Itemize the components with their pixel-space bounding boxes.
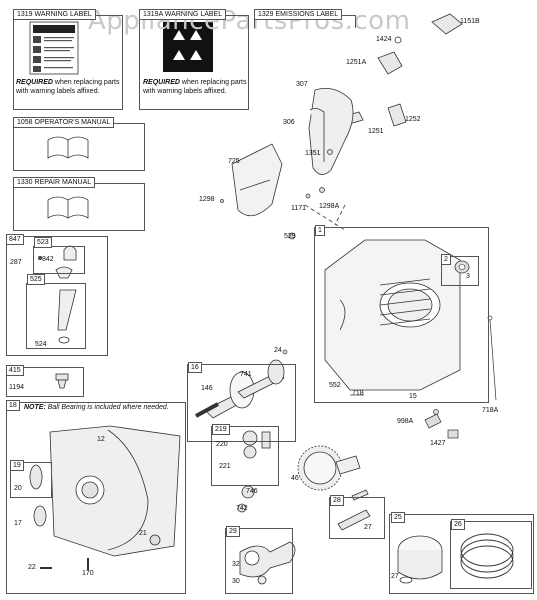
- part-ref-847: 847: [6, 234, 24, 245]
- oil-fill-subbox-523: [33, 246, 85, 274]
- part-ref-306: 306: [283, 119, 295, 126]
- part-ref-21: 21: [139, 530, 147, 537]
- part-ref-20: 20: [14, 485, 22, 492]
- part-ref-29: 29: [226, 526, 240, 537]
- part-ref-742: 742: [236, 505, 248, 512]
- part-ref-552: 552: [329, 382, 341, 389]
- oil-fill-tube-graphic: [38, 245, 77, 344]
- part-ref-2: 2: [441, 254, 451, 265]
- part-ref-19: 19: [10, 460, 24, 471]
- part-ref-287: 287: [10, 259, 22, 266]
- governor-gear-graphic: [237, 430, 271, 513]
- connecting-rod-group-box: [225, 528, 293, 594]
- part-ref-17: 17: [14, 520, 22, 527]
- part-ref-1351: 1351: [305, 150, 321, 157]
- warning-label-1319a-note: REQUIRED when replacing parts with warni…: [143, 79, 247, 95]
- part-ref-146: 146: [201, 385, 213, 392]
- tappet-group-box: [329, 497, 385, 539]
- part-ref-219: 219: [212, 424, 230, 435]
- governor-group-box: [211, 426, 279, 486]
- part-ref-842: 842: [42, 256, 54, 263]
- repair-manual-box: [13, 183, 145, 231]
- piston-rings-graphic: [460, 533, 514, 579]
- crankcase-cover-graphic: [49, 425, 181, 557]
- part-ref-1171: 1171: [291, 205, 307, 212]
- watermark-text: AppliancePartsPros.com: [88, 6, 411, 36]
- part-ref-16: 16: [188, 362, 202, 373]
- oil-cap-group-box: [6, 367, 84, 397]
- part-ref-26: 26: [451, 519, 465, 530]
- part-ref-1427: 1427: [430, 440, 446, 447]
- part-ref-22: 22: [28, 564, 36, 571]
- part-ref-24: 24: [274, 347, 282, 354]
- part-ref-27-piston: 27: [391, 573, 399, 580]
- part-ref-18: 18: [6, 400, 20, 411]
- emission-label-header: 1329 EMISSIONS LABEL: [254, 9, 343, 20]
- part-ref-12: 12: [97, 436, 105, 443]
- part-ref-27-tappet: 27: [364, 524, 372, 531]
- operator-manual-box: [13, 123, 145, 171]
- camshaft-gear-graphic: [297, 445, 361, 491]
- cylinder-block-group-box: [314, 227, 489, 403]
- part-ref-741: 741: [240, 371, 252, 378]
- piston-rings-subbox: [450, 521, 532, 589]
- part-ref-170: 170: [82, 570, 94, 577]
- part-ref-523: 523: [34, 237, 52, 248]
- part-ref-718: 718: [352, 390, 364, 397]
- part-ref-529: 529: [284, 233, 296, 240]
- repair-manual-book-icon: [47, 196, 89, 219]
- piston-graphic: [397, 535, 443, 584]
- part-ref-415: 415: [6, 365, 24, 376]
- crankshaft-group-box: [187, 364, 296, 442]
- connecting-rod-graphic: [239, 541, 296, 585]
- cylinder-block-graphic: [324, 239, 461, 391]
- oil-fill-group-box: [6, 236, 108, 356]
- part-ref-525: 525: [27, 274, 45, 285]
- repair-manual-header: 1330 REPAIR MANUAL: [13, 177, 96, 188]
- crankshaft-graphic: [195, 359, 285, 419]
- part-ref-15: 15: [409, 393, 417, 400]
- part-ref-998a: 998A: [397, 418, 414, 425]
- crankcase-cover-group-box: [6, 402, 186, 594]
- part-ref-32: 32: [232, 561, 240, 568]
- part-ref-221: 221: [219, 463, 231, 470]
- part-ref-1298: 1298: [199, 196, 215, 203]
- part-ref-1: 1: [315, 225, 325, 236]
- part-ref-30: 30: [232, 578, 240, 585]
- part-ref-746: 746: [246, 488, 258, 495]
- part-ref-3: 3: [466, 273, 470, 280]
- part-ref-1252: 1252: [405, 116, 421, 123]
- part-ref-25: 25: [391, 512, 405, 523]
- part-ref-1424: 1424: [376, 36, 392, 43]
- operator-manual-header: 1058 OPERATOR'S MANUAL: [13, 117, 115, 128]
- part-ref-725: 725: [228, 158, 240, 165]
- part-ref-1251: 1251: [368, 128, 384, 135]
- blower-housing-shield-graphic: [231, 143, 283, 217]
- bearing-subbox: [441, 256, 479, 286]
- part-ref-28: 28: [330, 495, 344, 506]
- part-ref-1251a: 1251A: [346, 59, 367, 66]
- operator-manual-book-icon: [47, 136, 89, 159]
- part-ref-718a: 718A: [482, 407, 499, 414]
- part-ref-1194: 1194: [9, 384, 25, 391]
- oil-fill-subbox-525: [26, 283, 86, 349]
- part-ref-220: 220: [216, 441, 228, 448]
- part-ref-524: 524: [35, 341, 47, 348]
- cylinder-baffle-graphic: [308, 87, 354, 175]
- ball-bearing-note: NOTE: Ball Bearing is included where nee…: [24, 404, 169, 411]
- warning-label-1319-header: 1319 WARNING LABEL: [13, 9, 96, 20]
- part-ref-1298a: 1298A: [319, 203, 340, 210]
- oil-fill-cap-graphic: [55, 373, 69, 389]
- warning-label-1319a-graphic: [163, 22, 213, 72]
- warning-label-1319-note: REQUIRED when replacing parts with warni…: [16, 79, 120, 95]
- piston-group-box: [389, 514, 534, 594]
- part-ref-46: 46: [291, 475, 299, 482]
- part-ref-1151b: 1151B: [460, 18, 480, 25]
- part-ref-307: 307: [296, 81, 308, 88]
- oil-seal-subbox: [10, 462, 52, 498]
- warning-label-1319a-header: 1319A WARNING LABEL: [139, 9, 227, 20]
